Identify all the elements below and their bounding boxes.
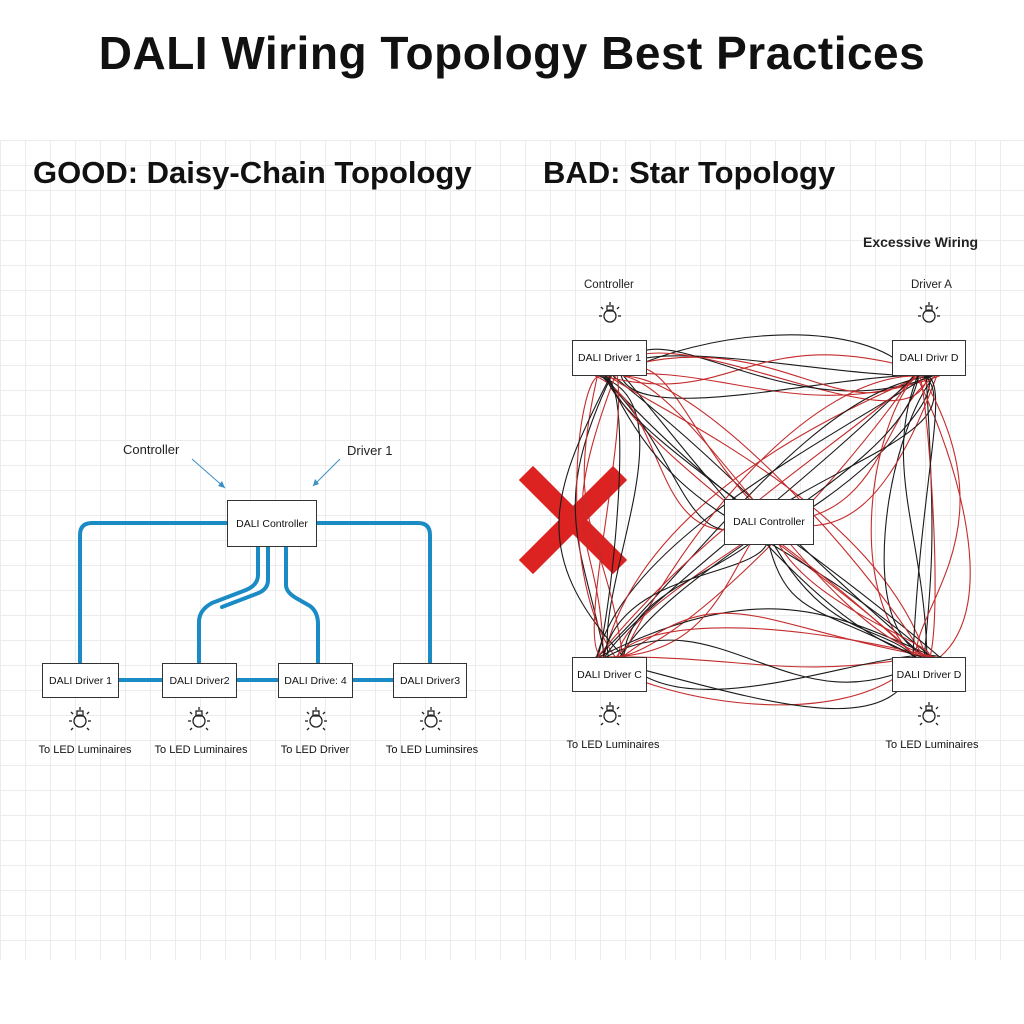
bulb-icon bbox=[918, 302, 940, 323]
callout-controller: Controller bbox=[123, 442, 180, 457]
bulb-icon bbox=[188, 707, 210, 731]
star-wire bbox=[614, 334, 916, 377]
bad-label-controller: Controller bbox=[584, 279, 634, 291]
bad-dali-controller: DALI Controller bbox=[724, 499, 814, 545]
star-wire bbox=[615, 627, 934, 658]
star-wire bbox=[618, 521, 776, 658]
grid-background bbox=[0, 140, 1024, 960]
star-wire bbox=[598, 608, 936, 658]
bad-driver-c: DALI Driver C bbox=[572, 657, 647, 692]
good-output-4: To LED Luminsires bbox=[385, 744, 479, 756]
excessive-wiring-note: Excessive Wiring bbox=[863, 234, 979, 250]
star-wire bbox=[622, 612, 931, 658]
star-wire bbox=[620, 375, 927, 399]
bad-driver-1: DALI Driver 1 bbox=[572, 340, 647, 376]
star-wire bbox=[598, 375, 641, 658]
star-wire bbox=[902, 375, 928, 658]
star-wire bbox=[761, 521, 916, 658]
cross-icon bbox=[518, 465, 628, 575]
star-wire bbox=[617, 375, 914, 658]
good-output-2: To LED Luminaires bbox=[154, 744, 248, 756]
star-wire bbox=[581, 375, 616, 658]
page-title: DALI Wiring Topology Best Practices bbox=[98, 27, 926, 79]
star-wire bbox=[558, 375, 625, 658]
star-wire bbox=[609, 355, 930, 377]
star-wire bbox=[624, 375, 924, 658]
good-heading: GOOD: Daisy-Chain Topology bbox=[33, 155, 472, 190]
star-wire bbox=[621, 375, 917, 658]
star-wire bbox=[602, 354, 941, 385]
star-wire bbox=[915, 375, 961, 658]
bad-driver-d-top: DALI Drivr D bbox=[892, 340, 966, 376]
callout-driver-1: Driver 1 bbox=[347, 443, 393, 458]
bulb-icon bbox=[918, 702, 940, 726]
star-wire bbox=[604, 375, 941, 658]
star-wire bbox=[596, 375, 929, 658]
good-dali-controller: DALI Controller bbox=[227, 500, 317, 547]
star-wire bbox=[768, 521, 930, 658]
bad-driver-d-bottom: DALI Driver D bbox=[892, 657, 966, 692]
star-wire bbox=[923, 375, 933, 658]
star-wire bbox=[597, 375, 932, 658]
star-wire bbox=[883, 375, 935, 658]
bulb-icon bbox=[599, 302, 621, 323]
bulb-icon bbox=[305, 707, 327, 731]
star-wire bbox=[583, 375, 624, 658]
star-wire bbox=[605, 656, 921, 668]
star-wire bbox=[596, 375, 621, 658]
star-wire bbox=[603, 375, 921, 658]
star-wire bbox=[912, 375, 937, 658]
good-driver-2: DALI Driver2 bbox=[162, 663, 237, 698]
good-driver-3: DALI Driver3 bbox=[393, 663, 467, 698]
good-output-3: To LED Driver bbox=[280, 744, 350, 756]
star-wire bbox=[763, 521, 917, 658]
bulb-icon bbox=[69, 707, 91, 731]
star-wire bbox=[595, 356, 916, 394]
good-driver-1: DALI Driver 1 bbox=[42, 663, 119, 698]
bulb-icon bbox=[599, 702, 621, 726]
star-wire bbox=[576, 375, 616, 658]
bulb-icon bbox=[420, 707, 442, 731]
bad-output-2: To LED Luminaires bbox=[885, 739, 979, 751]
bad-label-driver-a: Driver A bbox=[911, 279, 952, 291]
bad-heading: BAD: Star Topology bbox=[543, 155, 836, 190]
star-wire bbox=[574, 375, 612, 658]
star-wire bbox=[621, 654, 942, 690]
star-wire bbox=[916, 375, 971, 658]
bad-output-1: To LED Luminaires bbox=[566, 739, 660, 751]
good-output-1: To LED Luminaires bbox=[38, 744, 132, 756]
star-wire bbox=[918, 375, 936, 658]
star-wire bbox=[605, 639, 933, 683]
star-wire bbox=[870, 375, 916, 658]
star-wire bbox=[593, 375, 620, 658]
good-driver-4: DALI Drive: 4 bbox=[278, 663, 353, 698]
